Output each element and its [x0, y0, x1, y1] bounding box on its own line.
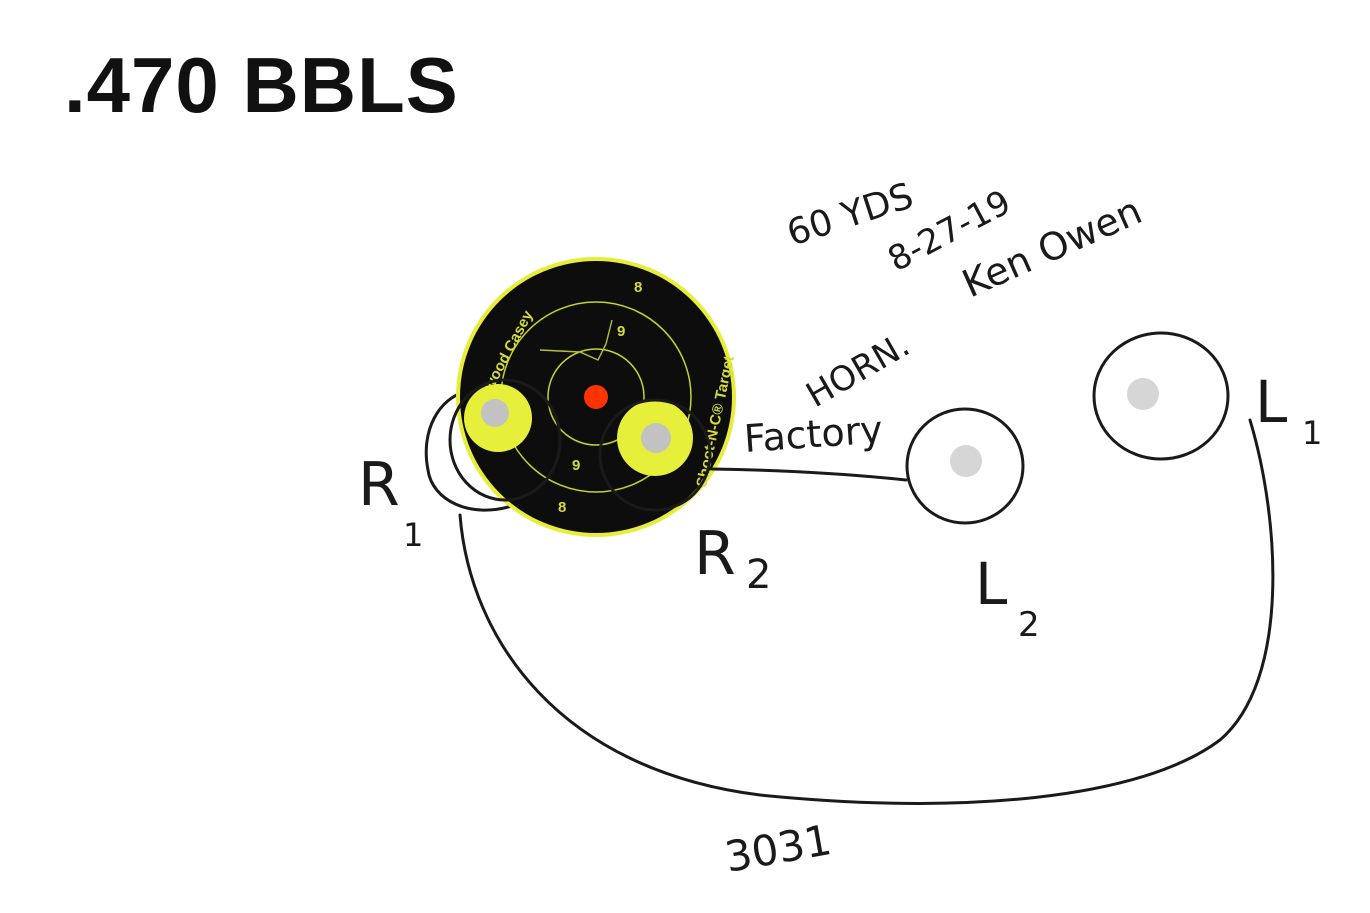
- ring-number: 9: [572, 457, 580, 474]
- shot-sub-l2: 2: [1018, 605, 1040, 645]
- target-crack: [539, 319, 613, 361]
- shot-label-l1: L: [1255, 368, 1287, 436]
- horn-load-label: HORN.: [800, 325, 917, 416]
- r1-outline: [424, 390, 517, 512]
- shot-label-r1: R: [358, 450, 400, 520]
- shot-label-l2: L: [975, 550, 1007, 618]
- r2-circle: [598, 398, 712, 512]
- bullet-hole-l1: [1127, 378, 1159, 410]
- page-title: .470 BBLS: [64, 41, 459, 129]
- ring-number: 8: [634, 279, 642, 296]
- shoot-n-c-target: 8 9 9 8 9 8 Birchwood Casey Shoot-N-C® T…: [456, 257, 738, 537]
- shot-label-r2: R: [694, 519, 736, 589]
- l2-circle: [905, 407, 1025, 525]
- ring-number: 8: [558, 499, 566, 516]
- 3031-connector: [458, 418, 1275, 805]
- shot-sub-r2: 2: [746, 552, 771, 598]
- bullet-hole-l2: [950, 445, 982, 477]
- 3031-load-label: 3031: [721, 815, 835, 882]
- factory-connector: [710, 467, 908, 482]
- target-bullseye: [584, 385, 608, 409]
- ring-number: 9: [617, 323, 625, 340]
- factory-load-label: Factory: [743, 407, 885, 461]
- bullet-hole-r1: [481, 399, 509, 427]
- shot-sub-r1: 1: [403, 516, 423, 554]
- r1-circle: [448, 378, 562, 502]
- l1-circle: [1092, 331, 1230, 461]
- bullet-hole-r2: [641, 423, 671, 453]
- target-ring-inner: [547, 348, 645, 446]
- shot-sub-l1: 1: [1302, 414, 1322, 452]
